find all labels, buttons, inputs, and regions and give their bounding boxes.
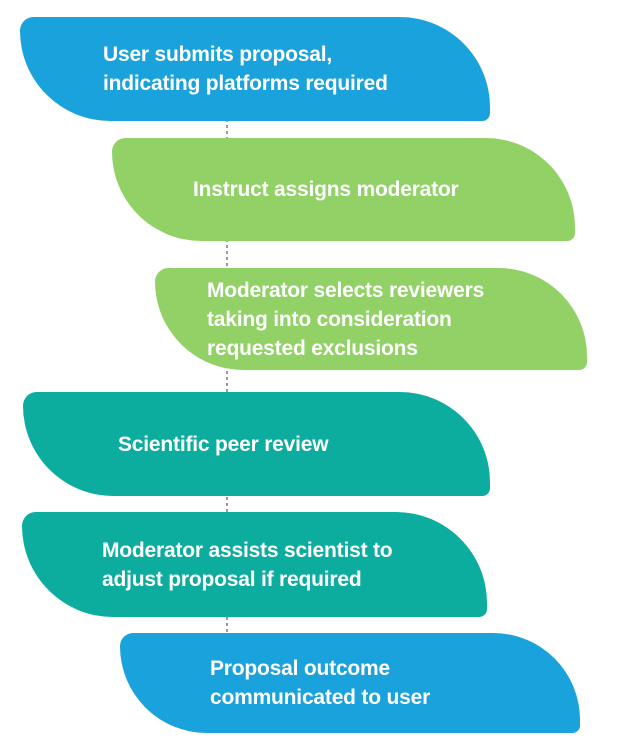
step-text-line: User submits proposal, xyxy=(103,43,332,66)
step-text-line: requested exclusions xyxy=(207,336,418,360)
step-instruct-assigns-moderator: Instruct assigns moderator xyxy=(112,138,575,241)
step-text-line: Moderator assists scientist to xyxy=(102,538,393,562)
step-text-line: Instruct assigns moderator xyxy=(193,178,459,201)
step-moderator-assists-scientist: Moderator assists scientist to adjust pr… xyxy=(22,512,487,617)
step-user-submits-proposal: User submits proposal, indicating platfo… xyxy=(20,17,490,121)
dashed-connector-line xyxy=(226,119,228,652)
step-text-line: Proposal outcome xyxy=(210,657,390,680)
step-proposal-outcome-communicated: Proposal outcome communicated to user xyxy=(120,633,580,733)
step-text-line: communicated to user xyxy=(210,686,431,709)
step-text-line: indicating platforms required xyxy=(103,72,388,95)
step-text-line: Moderator selects reviewers xyxy=(207,278,485,302)
step-scientific-peer-review: Scientific peer review xyxy=(23,392,490,496)
step-moderator-selects-reviewers: Moderator selects reviewers taking into … xyxy=(155,268,587,370)
step-text-line: Scientific peer review xyxy=(118,432,329,456)
step-text-line: taking into consideration xyxy=(207,307,452,331)
step-text-line: adjust proposal if required xyxy=(102,567,362,591)
